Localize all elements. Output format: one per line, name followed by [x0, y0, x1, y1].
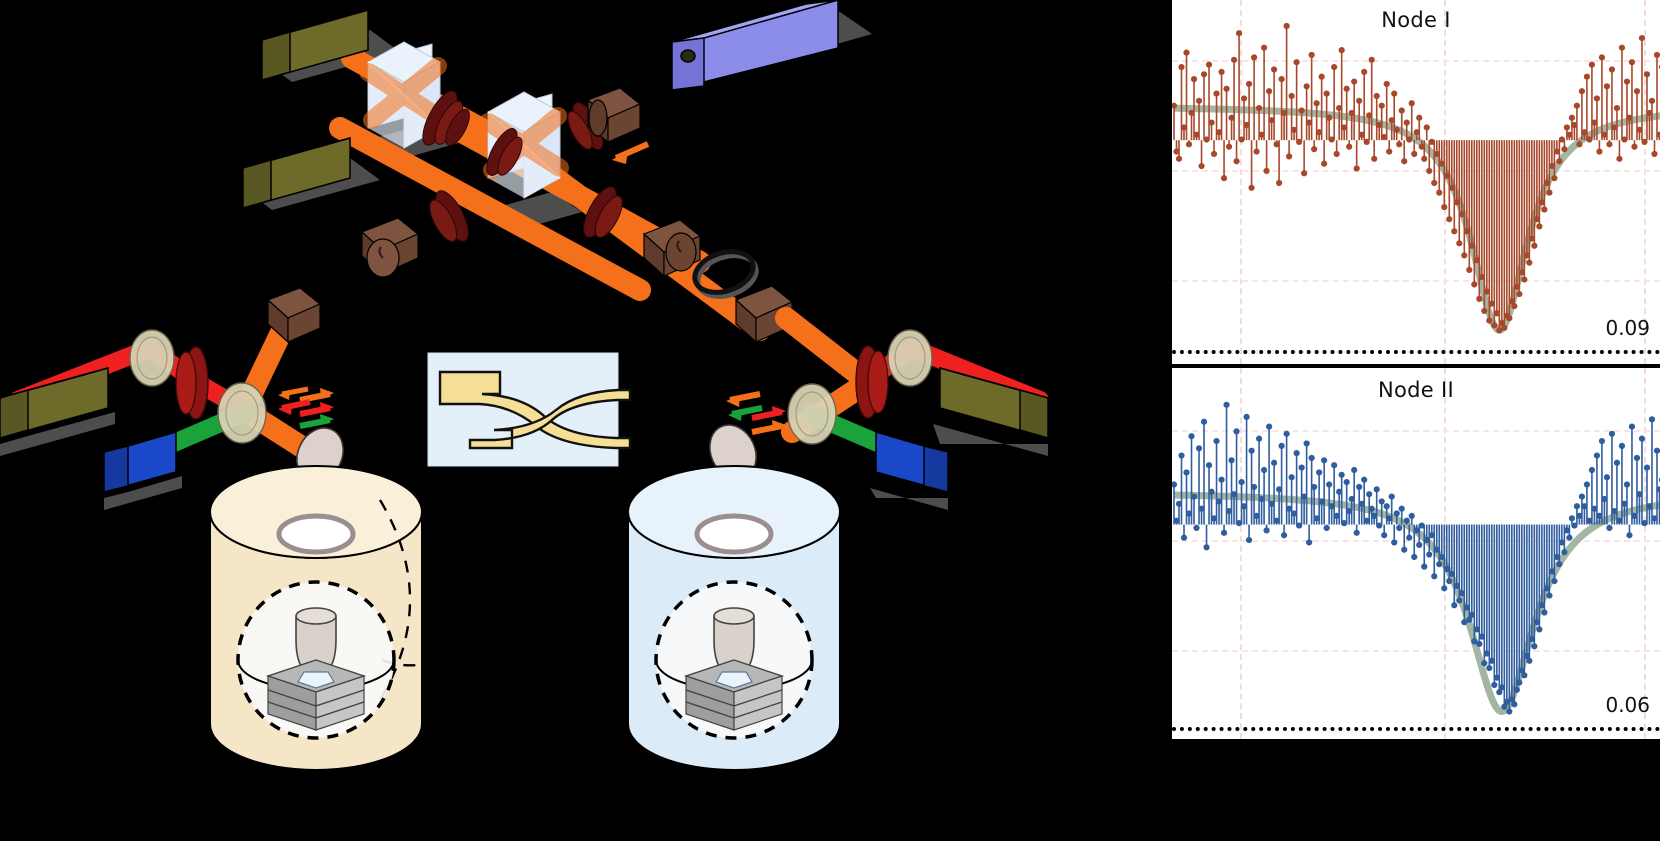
series-node-1: [1172, 22, 1660, 334]
objective-lens-node1: [295, 607, 337, 675]
cryostat-node1: [209, 465, 427, 771]
control-electronics-box: [671, 0, 839, 91]
series-node-2: [1172, 401, 1660, 716]
measurement-panels: Node I 0.09 Node II 0.06: [1172, 0, 1660, 741]
gridline-horizontal: [1172, 170, 1660, 172]
beam-through-bs1: [359, 57, 449, 129]
panel-title-node-1: Node I: [1381, 8, 1451, 32]
gridline-horizontal: [1172, 280, 1660, 282]
gridline-vertical: [1240, 0, 1242, 364]
filter-node2: [855, 345, 889, 419]
optical-isolator-group-upper: [422, 90, 623, 242]
laser-source-box-2: [242, 137, 351, 209]
polarization-arrows-node2: [726, 391, 786, 435]
cryostat-node2: [627, 465, 841, 771]
gridline-vertical: [1240, 368, 1242, 739]
dichroic-node1: [217, 382, 267, 444]
corner-value-node-2: 0.06: [1605, 693, 1650, 717]
filter-node1: [175, 346, 209, 420]
gridline-horizontal: [1172, 650, 1660, 652]
fiber-coupler-node1: [266, 287, 322, 344]
fit-curve: [1174, 104, 1660, 334]
gridline-vertical: [1644, 0, 1646, 364]
fit-curve: [1174, 491, 1660, 716]
baseline-node-2: [1172, 727, 1660, 731]
plot-area-node-2: [1172, 368, 1660, 739]
fiber-coupler-lower-right: [642, 219, 702, 278]
green-laser-box-node1: [103, 431, 182, 510]
green-laser-box-node2: [870, 431, 949, 510]
data-points: [1172, 401, 1660, 715]
baseline-node-1: [1172, 350, 1660, 354]
sample-chip-node1: [265, 659, 367, 731]
gridline-horizontal: [1172, 430, 1660, 432]
panel-title-node-2: Node II: [1378, 378, 1454, 402]
data-points: [1172, 22, 1660, 334]
detector-box-node1: [0, 367, 115, 456]
gridline-vertical: [1644, 368, 1646, 739]
lens-node2-red: [887, 329, 933, 387]
waveguide-inset: [427, 352, 632, 467]
fiber-coupler-upper-right: [586, 87, 642, 144]
lens-node1-red: [129, 329, 175, 387]
fiber-polarization-loop: [692, 249, 759, 299]
detector-box-node2: [933, 367, 1049, 456]
optical-setup-schematic: [0, 0, 1049, 771]
objective-lens-node2: [713, 607, 755, 675]
panel-node-1: Node I 0.09: [1172, 0, 1660, 366]
gridline-horizontal: [1172, 60, 1660, 62]
laser-source-box-1: [261, 9, 369, 81]
polarization-arrows-node1: [278, 386, 334, 429]
dichroic-node2: [787, 383, 837, 445]
panel-node-2: Node II 0.06: [1172, 366, 1660, 741]
gridline-horizontal: [1172, 540, 1660, 542]
sample-chip-node2: [683, 659, 785, 731]
corner-value-node-1: 0.09: [1605, 316, 1650, 340]
fiber-coupler-lower-left: [360, 217, 420, 278]
input-direction-arrow: [612, 141, 650, 164]
plot-area-node-1: [1172, 0, 1660, 364]
schematic-svg: [0, 0, 1049, 771]
